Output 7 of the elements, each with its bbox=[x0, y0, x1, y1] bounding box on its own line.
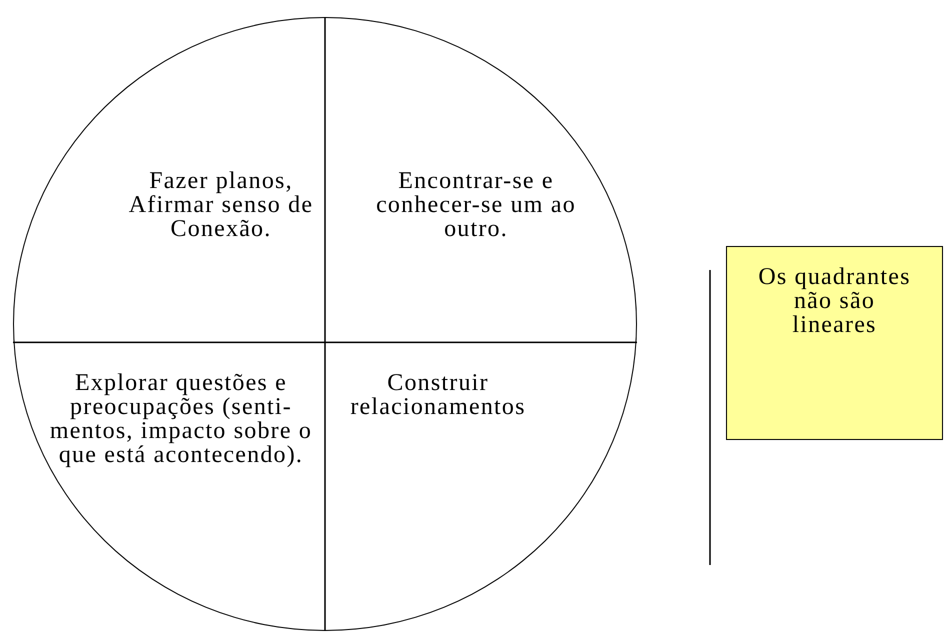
quadrant-text: Construir relacionamentos bbox=[333, 371, 543, 419]
quadrant-text: Fazer planos, Afirmar senso de Conexão. bbox=[121, 169, 321, 241]
quadrant-text: Encontrar-se e conhecer-se um ao outro. bbox=[371, 169, 581, 241]
quadrant-text: Explorar questões e preocupações (senti- mentos, impacto sobre o que está acontecendo). bbox=[46, 371, 316, 467]
note-box bbox=[726, 246, 943, 440]
note-text: Os quadrantes não são lineares bbox=[757, 265, 912, 337]
quadrant-circle bbox=[13, 17, 637, 631]
